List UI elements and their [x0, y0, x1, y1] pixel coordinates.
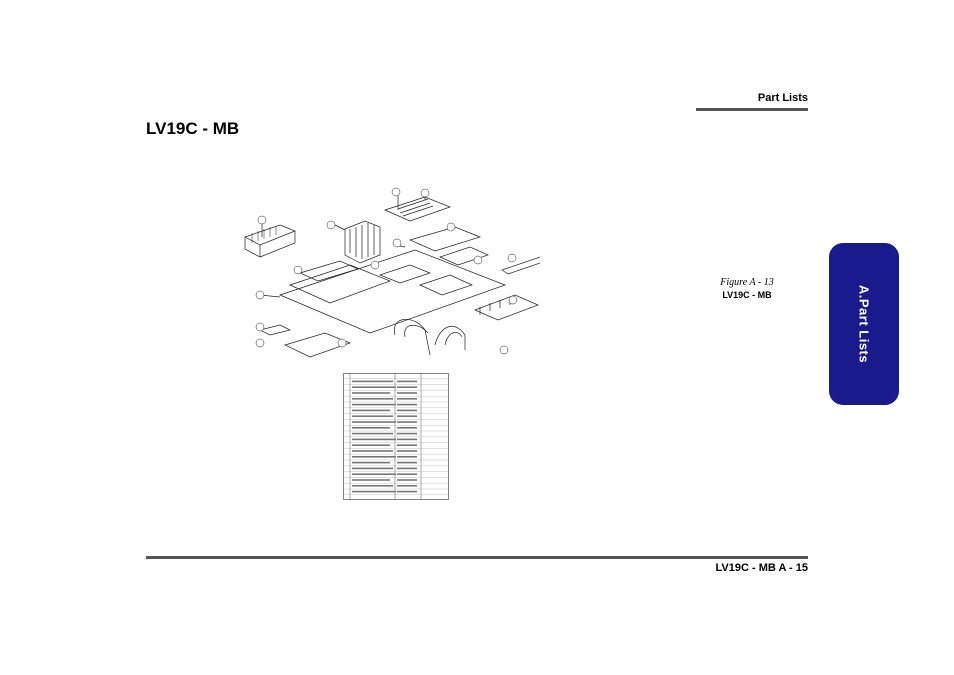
parts-table	[343, 373, 449, 500]
side-tab[interactable]: A.Part Lists	[829, 243, 899, 405]
section-header-label: Part Lists	[757, 92, 808, 104]
page-title: LV19C - MB	[146, 119, 240, 138]
figure-caption-title: LV19C - MB	[722, 290, 772, 300]
figure-caption-number: Figure A - 13	[720, 277, 774, 288]
exploded-diagram	[244, 187, 540, 358]
footer-rule	[146, 556, 808, 559]
footer-page-ref: LV19C - MB A - 15	[715, 562, 809, 574]
side-tab-label: A.Part Lists	[856, 284, 872, 364]
header-rule	[696, 108, 808, 111]
